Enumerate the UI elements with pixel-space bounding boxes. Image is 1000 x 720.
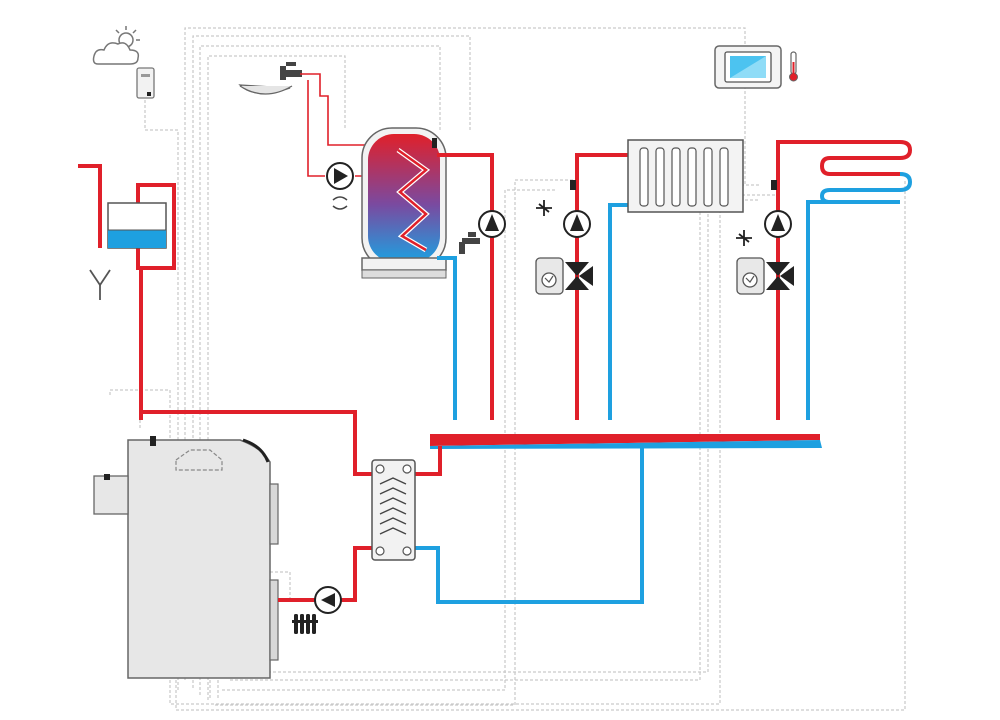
floor-circuit-pump[interactable] xyxy=(764,210,792,238)
three-way-mixing-valve-icon[interactable] xyxy=(766,262,794,290)
exchanger-secondary-return xyxy=(415,448,644,604)
radiator-icon xyxy=(627,139,744,213)
radiator-return-pipe xyxy=(608,203,628,420)
boiler-loop-pump[interactable] xyxy=(314,586,342,614)
hot-water-cylinder-icon xyxy=(361,127,447,279)
air-vent-icon xyxy=(736,230,752,246)
valve-actuator-icon[interactable] xyxy=(535,257,564,295)
floor-flow-pipe xyxy=(776,140,900,420)
outdoor-sensor-icon xyxy=(136,67,155,99)
floor-flow-temperature-sensor xyxy=(771,180,777,190)
dhw-charging-pump[interactable] xyxy=(478,210,506,238)
radiator-circuit-pump[interactable] xyxy=(563,210,591,238)
air-vent-icon xyxy=(536,200,552,216)
boiler-controller[interactable] xyxy=(93,474,129,515)
solid-fuel-boiler-icon xyxy=(127,436,279,679)
dhw-recirc-pipe xyxy=(307,80,325,177)
three-way-mixing-valve-icon[interactable] xyxy=(565,262,593,290)
exchanger-secondary-flow xyxy=(415,446,442,476)
tap-icon xyxy=(238,62,302,95)
radiator-icon xyxy=(292,614,318,634)
radiator-flow-pipe xyxy=(575,153,628,420)
underfloor-heating-coil-icon xyxy=(819,140,913,204)
tap-icon xyxy=(459,232,480,254)
dhw-recirc-pump[interactable] xyxy=(326,162,354,210)
plate-heat-exchanger-icon xyxy=(371,459,416,561)
dhw-coil-return xyxy=(437,256,457,420)
valve-actuator-icon[interactable] xyxy=(736,257,765,295)
flow-temperature-sensor xyxy=(570,180,576,190)
distribution-manifold xyxy=(430,434,822,449)
open-expansion-tank-icon xyxy=(78,164,176,420)
cloud-sun-icon xyxy=(92,26,140,65)
drain-funnel-icon xyxy=(89,269,111,300)
dhw-outlet-pipe xyxy=(300,73,375,146)
floor-return-pipe xyxy=(806,200,900,420)
boiler-flow-pipe xyxy=(141,410,372,476)
dhw-coil-flow xyxy=(437,153,494,420)
room-controller-icon xyxy=(714,45,782,89)
thermometer-icon xyxy=(789,51,798,82)
exchanger-primary-return xyxy=(340,546,372,602)
